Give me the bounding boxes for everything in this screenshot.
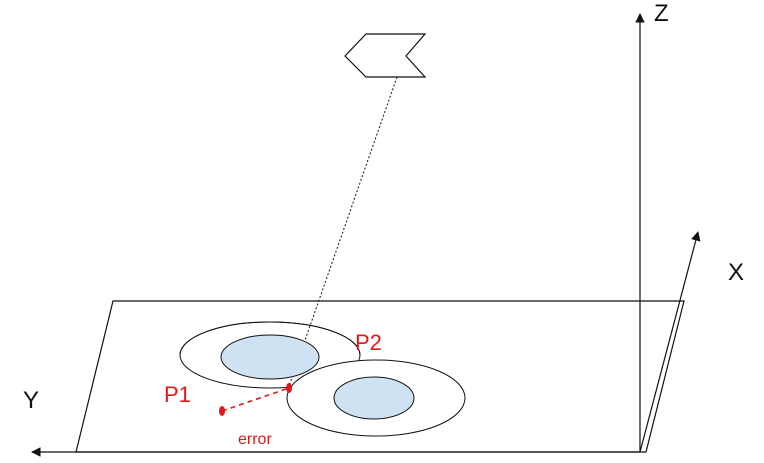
point-p2-marker — [286, 383, 292, 393]
error-label: error — [238, 431, 272, 448]
z-axis-label: Z — [654, 0, 669, 27]
p1-label: P1 — [164, 382, 191, 407]
region-second-inner — [333, 376, 415, 420]
x-axis-label: X — [728, 259, 744, 286]
region-p2-outer-arc — [179, 321, 361, 356]
camera-pointer-icon — [344, 33, 427, 78]
region-p2-inner — [220, 334, 320, 380]
line-of-sight — [288, 76, 398, 387]
p2-label: P2 — [355, 330, 382, 355]
point-p1-marker — [219, 406, 225, 416]
y-axis-label: Y — [23, 387, 39, 414]
ground-plane — [75, 300, 685, 453]
error-line — [221, 387, 290, 412]
x-axis-line — [639, 231, 701, 453]
